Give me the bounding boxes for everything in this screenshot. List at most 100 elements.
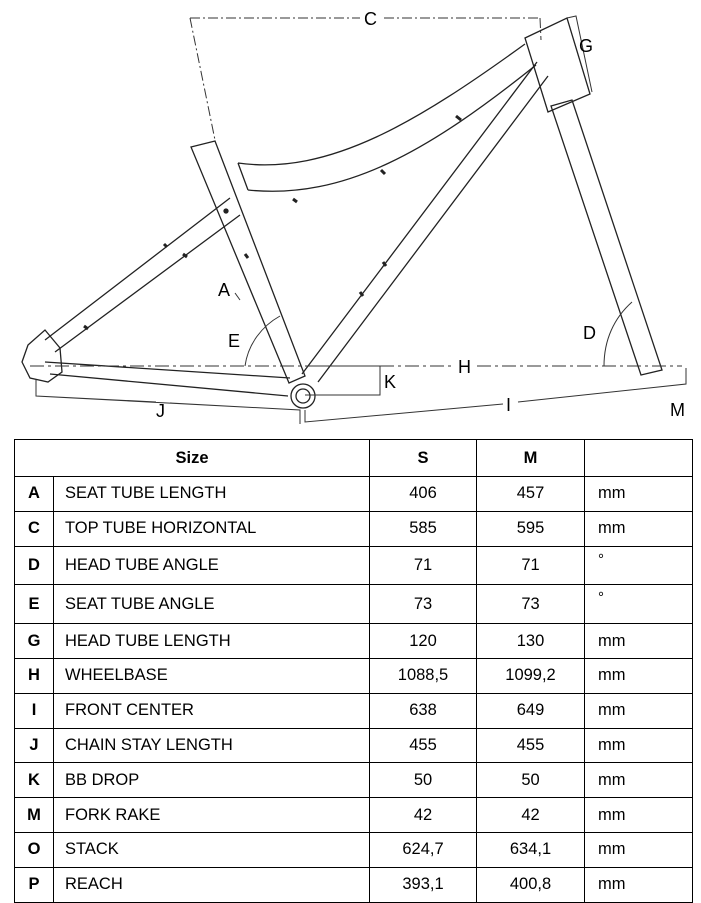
rear-dropout	[21, 329, 63, 383]
label-k: K	[384, 372, 396, 392]
row-unit: °	[584, 584, 693, 625]
row-unit: mm	[584, 866, 693, 903]
row-value-m: 71	[476, 545, 585, 586]
row-value-m: 455	[476, 727, 585, 764]
row-value-m: 42	[476, 797, 585, 833]
row-code: G	[14, 623, 54, 659]
row-value-s: 455	[369, 727, 477, 764]
row-value-m: 634,1	[476, 831, 585, 868]
row-code: K	[14, 762, 54, 799]
row-value-m: 50	[476, 762, 585, 799]
row-unit: mm	[584, 692, 693, 729]
dim-line-c	[189, 17, 542, 141]
row-value-m: 73	[476, 584, 585, 625]
label-a: A	[218, 280, 230, 300]
row-value-m: 130	[476, 623, 585, 659]
row-unit: mm	[584, 762, 693, 799]
row-value-m: 649	[476, 692, 585, 729]
row-unit: mm	[584, 727, 693, 764]
row-code: I	[14, 692, 54, 729]
row-value-m: 595	[476, 510, 585, 547]
row-value-s: 120	[369, 623, 477, 659]
row-code: D	[14, 545, 54, 586]
label-g: G	[579, 36, 593, 56]
header-unit	[584, 439, 693, 477]
row-value-s: 585	[369, 510, 477, 547]
row-value-m: 400,8	[476, 866, 585, 903]
header-size: Size	[14, 439, 370, 477]
fork	[550, 99, 663, 376]
row-value-s: 406	[369, 476, 477, 512]
dim-line-i	[304, 368, 687, 423]
row-unit: mm	[584, 623, 693, 659]
row-value-s: 42	[369, 797, 477, 833]
row-parameter: TOP TUBE HORIZONTAL	[53, 510, 370, 547]
row-value-s: 638	[369, 692, 477, 729]
row-unit: °	[584, 545, 693, 586]
bottom-bracket	[290, 383, 316, 409]
row-code: H	[14, 657, 54, 694]
row-parameter: SEAT TUBE ANGLE	[53, 584, 370, 625]
row-unit: mm	[584, 510, 693, 547]
seat-tube	[190, 140, 306, 384]
label-m: M	[670, 400, 685, 420]
row-parameter: FRONT CENTER	[53, 692, 370, 729]
row-value-m: 457	[476, 476, 585, 512]
label-c: C	[364, 9, 377, 29]
row-code: C	[14, 510, 54, 547]
row-parameter: SEAT TUBE LENGTH	[53, 476, 370, 512]
row-code: M	[14, 797, 54, 833]
row-code: A	[14, 476, 54, 512]
header-s: S	[369, 439, 477, 477]
seat-stay	[44, 197, 241, 353]
row-parameter: FORK RAKE	[53, 797, 370, 833]
chain-stay	[44, 361, 291, 397]
row-parameter: CHAIN STAY LENGTH	[53, 727, 370, 764]
dim-line-j	[35, 380, 301, 424]
row-value-s: 1088,5	[369, 657, 477, 694]
header-m: M	[476, 439, 585, 477]
table-header-row: Size S M	[14, 439, 693, 477]
head-tube	[524, 17, 591, 113]
label-h: H	[458, 357, 471, 377]
row-parameter: HEAD TUBE LENGTH	[53, 623, 370, 659]
row-parameter: BB DROP	[53, 762, 370, 799]
row-unit: mm	[584, 831, 693, 868]
label-j: J	[156, 401, 165, 421]
row-code: E	[14, 584, 54, 625]
row-value-s: 50	[369, 762, 477, 799]
row-value-m: 1099,2	[476, 657, 585, 694]
row-parameter: WHEELBASE	[53, 657, 370, 694]
down-tube	[301, 61, 549, 383]
row-parameter: REACH	[53, 866, 370, 903]
row-value-s: 393,1	[369, 866, 477, 903]
row-unit: mm	[584, 476, 693, 512]
row-value-s: 73	[369, 584, 477, 625]
row-unit: mm	[584, 797, 693, 833]
label-e: E	[228, 331, 240, 351]
label-i: I	[506, 395, 511, 415]
frame-geometry-diagram: C G A E D H K J I M	[21, 9, 687, 424]
row-value-s: 71	[369, 545, 477, 586]
label-d: D	[583, 323, 596, 343]
row-parameter: STACK	[53, 831, 370, 868]
top-tube	[237, 43, 537, 192]
row-parameter: HEAD TUBE ANGLE	[53, 545, 370, 586]
row-code: O	[14, 831, 54, 868]
row-value-s: 624,7	[369, 831, 477, 868]
row-unit: mm	[584, 657, 693, 694]
